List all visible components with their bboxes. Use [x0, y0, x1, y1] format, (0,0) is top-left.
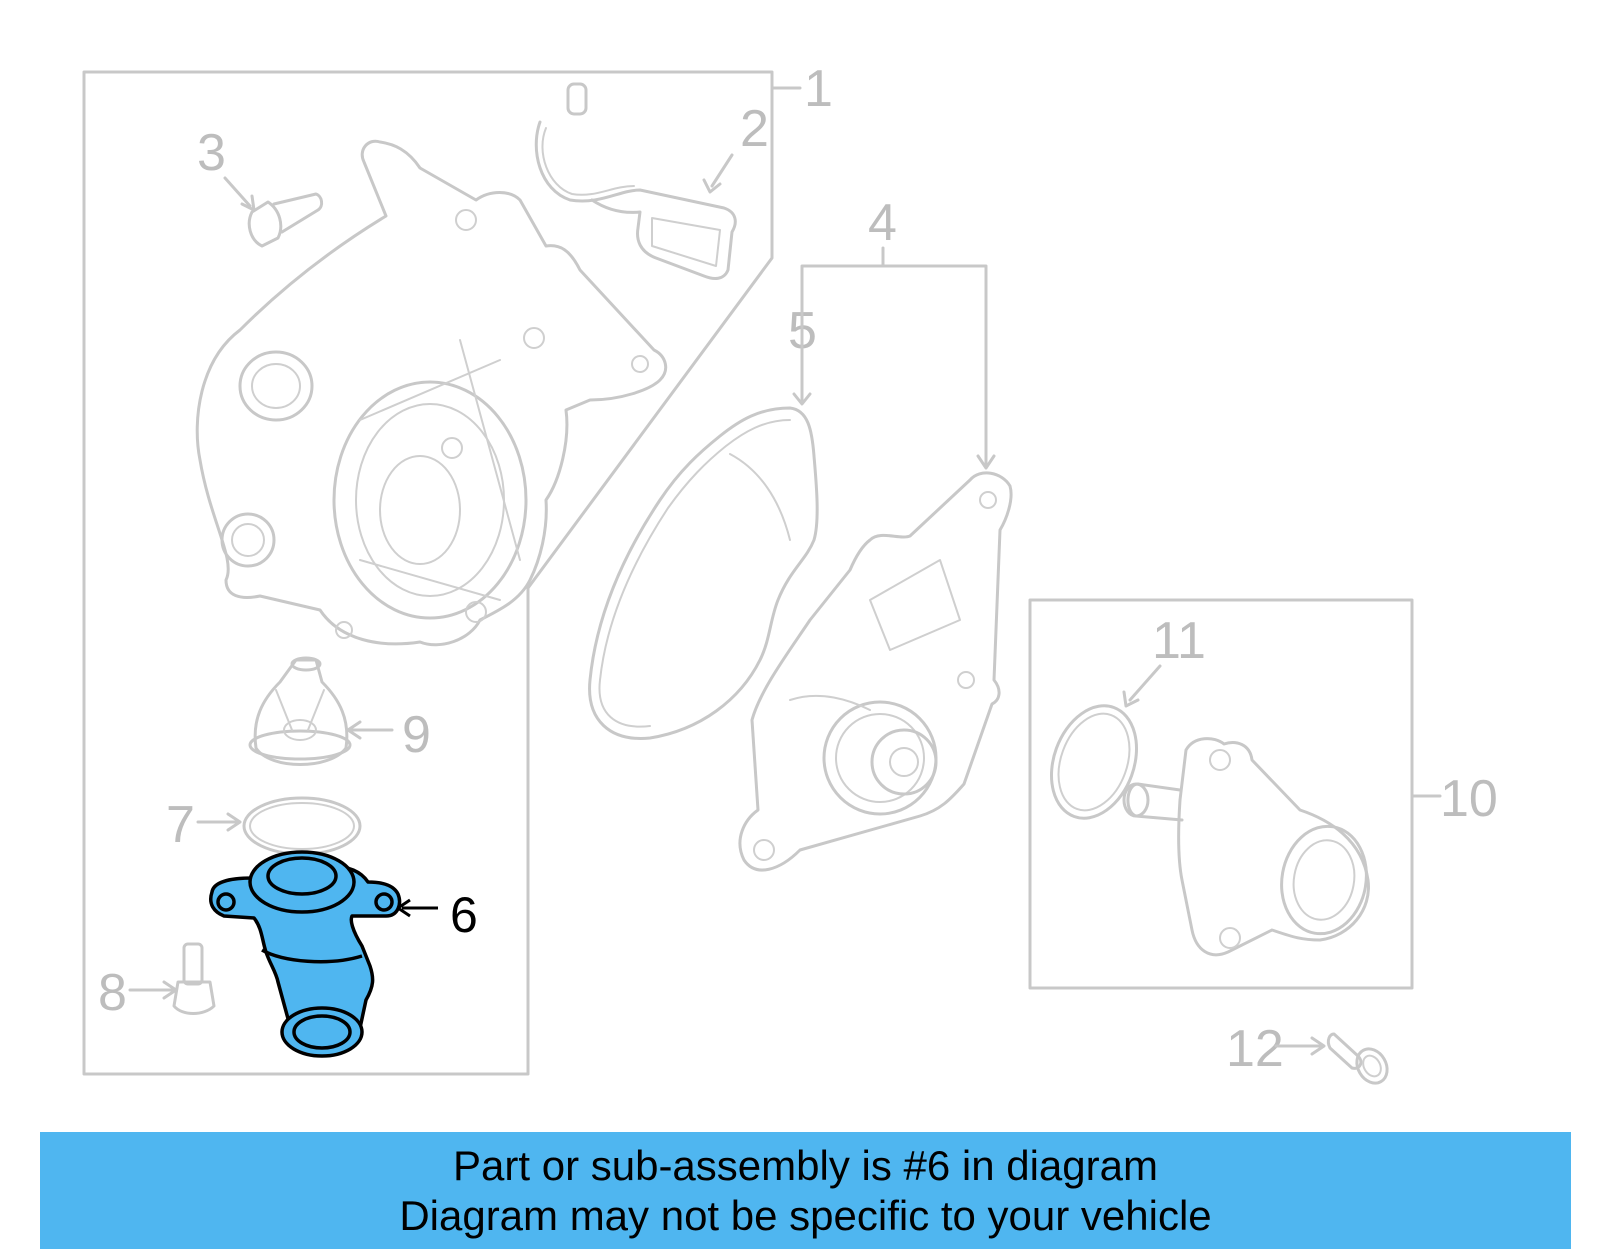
- part-1-housing[interactable]: [195, 139, 668, 647]
- group-10-outline: [1028, 598, 1414, 990]
- callout-2[interactable]: 2: [740, 100, 769, 158]
- callout-8[interactable]: 8: [98, 964, 127, 1022]
- part-10-coolant-housing[interactable]: [1122, 737, 1375, 957]
- banner-line-2: Diagram may not be specific to your vehi…: [399, 1191, 1212, 1239]
- callout-10[interactable]: 10: [1440, 770, 1498, 828]
- part-11-o-ring[interactable]: [1037, 694, 1152, 830]
- part-9-thermostat[interactable]: [248, 656, 352, 766]
- part-4-water-pump[interactable]: [738, 471, 1013, 872]
- callout-4[interactable]: 4: [868, 194, 897, 252]
- callout-7[interactable]: 7: [166, 796, 195, 854]
- info-banner: Part or sub-assembly is #6 in diagram Di…: [40, 1132, 1571, 1249]
- callout-9[interactable]: 9: [402, 706, 431, 764]
- callout-11[interactable]: 11: [1152, 612, 1206, 670]
- group-1-outline: [82, 70, 774, 1076]
- part-12-bolt[interactable]: [1326, 1032, 1393, 1089]
- part-2-gasket[interactable]: [534, 82, 737, 280]
- part-5-gasket[interactable]: [588, 406, 819, 740]
- callout-1[interactable]: 1: [804, 60, 833, 118]
- banner-line-1: Part or sub-assembly is #6 in diagram: [453, 1141, 1158, 1189]
- callout-12[interactable]: 12: [1226, 1020, 1284, 1078]
- part-7-o-ring[interactable]: [242, 796, 362, 856]
- part-8-bolt[interactable]: [172, 942, 216, 1015]
- callout-6[interactable]: 6: [450, 887, 478, 943]
- callout-3[interactable]: 3: [197, 124, 226, 182]
- part-6-coolant-flange[interactable]: [209, 850, 402, 1058]
- part-3-bolt[interactable]: [247, 192, 324, 248]
